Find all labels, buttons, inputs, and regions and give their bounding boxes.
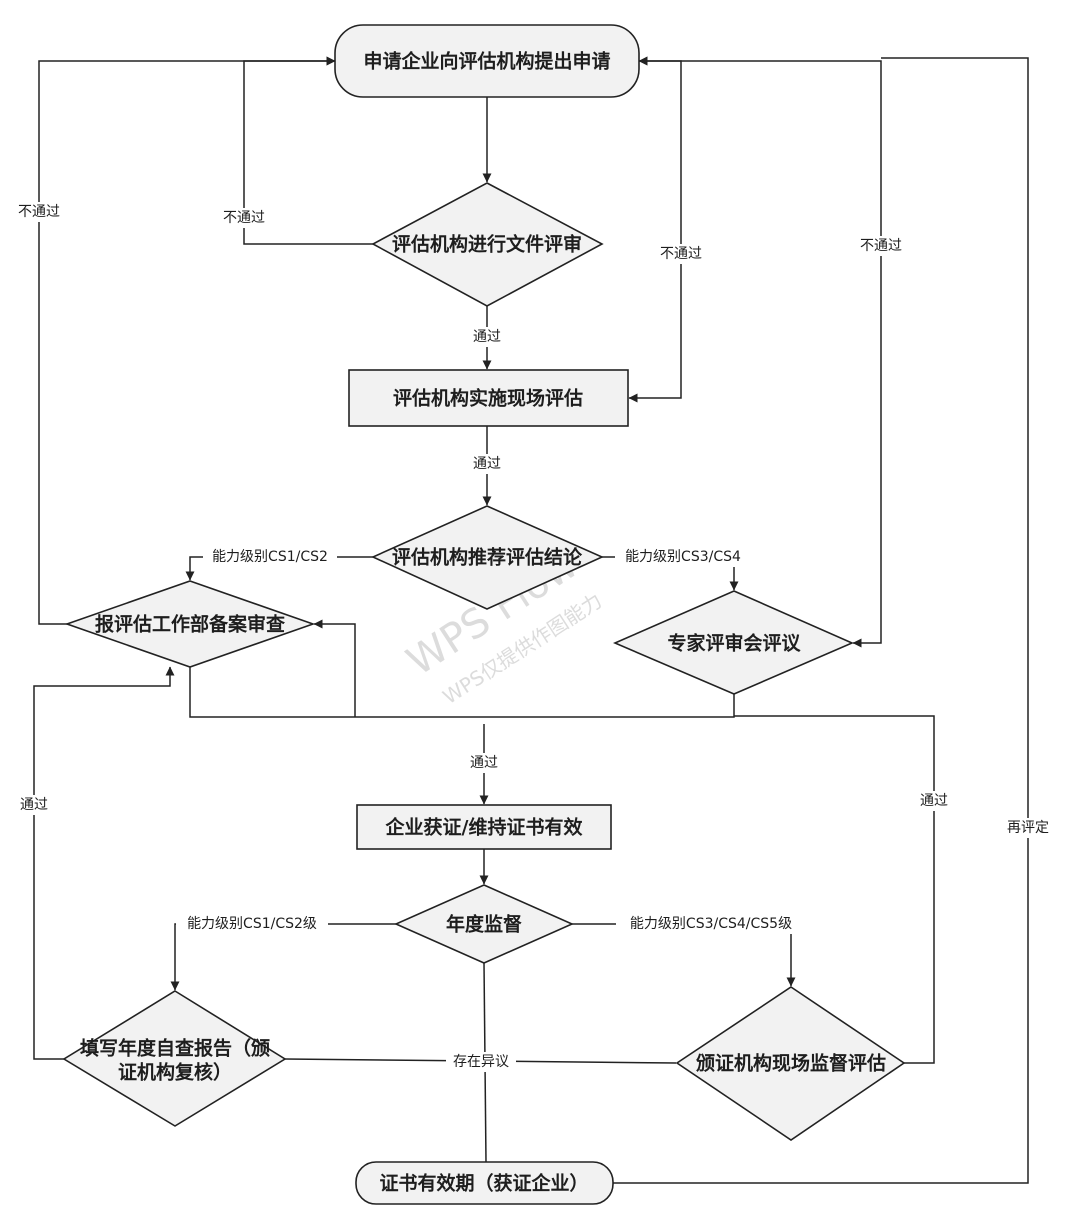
svg-text:能力级别CS3/CS4/CS5级: 能力级别CS3/CS4/CS5级 [630,916,792,932]
node-doc-review[interactable]: 评估机构进行文件评审 [371,182,604,307]
node-onsite-supervision-label: 颁证机构现场监督评估 [696,1052,886,1075]
svg-text:通过: 通过 [470,755,498,771]
node-recommend-conclusion[interactable]: 评估机构推荐评估结论 [371,505,604,610]
svg-text:能力级别CS3/CS4: 能力级别CS3/CS4 [625,549,741,565]
edge-record-review-fail [38,56,336,625]
edge-label-expert-fail: 不通过 [853,236,909,256]
svg-text:再评定: 再评定 [1007,820,1049,836]
edge-self-check-pass [33,666,175,1060]
svg-text:不通过: 不通过 [18,204,60,220]
node-onsite-supervision[interactable]: 颁证机构现场监督评估 [675,986,906,1141]
edge-merge-line [189,667,735,718]
node-record-review-label: 报评估工作部备案审查 [95,613,286,636]
node-apply-label: 申请企业向评估机构提出申请 [363,50,610,73]
edge-label-supervision-pass: 通过 [914,791,954,811]
edge-label-pass-to-certified: 通过 [464,753,504,773]
svg-text:能力级别CS1/CS2级: 能力级别CS1/CS2级 [187,916,317,932]
node-onsite-assessment-label: 评估机构实施现场评估 [393,387,583,410]
node-certified[interactable]: 企业获证/维持证书有效 [356,804,612,850]
node-apply[interactable]: 申请企业向评估机构提出申请 [334,24,640,98]
svg-text:不通过: 不通过 [660,246,702,262]
edge-label-reassess: 再评定 [998,818,1058,838]
node-recommend-conclusion-label: 评估机构推荐评估结论 [392,546,583,569]
edge-label-objection: 存在异议 [446,1052,516,1072]
svg-text:通过: 通过 [920,793,948,809]
svg-text:存在异议: 存在异议 [453,1054,509,1070]
edge-label-onsite-pass: 通过 [467,454,507,474]
node-certified-label: 企业获证/维持证书有效 [385,816,583,839]
edge-label-annual-cs3-cs5: 能力级别CS3/CS4/CS5级 [616,914,806,934]
node-annual-supervision[interactable]: 年度监督 [394,884,574,964]
node-expert-review-label: 专家评审会评议 [667,632,801,655]
svg-text:通过: 通过 [473,456,501,472]
node-cert-validity[interactable]: 证书有效期（获证企业） [355,1161,614,1205]
node-record-review[interactable]: 报评估工作部备案审查 [64,580,316,668]
edge-label-record-fail: 不通过 [12,202,66,222]
edge-merge-to-record-review [313,619,356,717]
edge-label-doc-fail: 不通过 [216,208,272,228]
svg-text:通过: 通过 [473,329,501,345]
node-onsite-assessment[interactable]: 评估机构实施现场评估 [348,369,629,427]
edge-expert-review-fail [638,56,882,648]
edge-reassess [613,57,1029,1184]
node-self-check-label-line2: 证机构复核） [118,1061,232,1084]
edge-label-onsite-fail: 不通过 [653,244,709,264]
node-doc-review-label: 评估机构进行文件评审 [392,233,582,256]
edge-label-level-cs3-cs4: 能力级别CS3/CS4 [615,547,751,567]
svg-text:能力级别CS1/CS2: 能力级别CS1/CS2 [212,549,328,565]
svg-text:不通过: 不通过 [860,238,902,254]
node-self-check[interactable]: 填写年度自查报告（颁 证机构复核） [62,990,287,1127]
node-self-check-label-line1: 填写年度自查报告（颁 [80,1037,270,1060]
edge-label-doc-pass: 通过 [467,327,507,347]
edge-label-level-cs1-cs2: 能力级别CS1/CS2 [203,547,337,567]
edge-onsite-fail-loop [628,56,682,403]
svg-text:通过: 通过 [20,797,48,813]
node-expert-review[interactable]: 专家评审会评议 [612,590,854,695]
node-annual-supervision-label: 年度监督 [446,913,522,936]
edge-label-selfcheck-pass: 通过 [14,795,54,815]
edge-label-annual-cs1-cs2: 能力级别CS1/CS2级 [176,914,328,934]
svg-text:不通过: 不通过 [223,210,265,226]
node-cert-validity-label: 证书有效期（获证企业） [379,1172,588,1195]
edge-onsite-supervision-pass [734,715,935,1064]
